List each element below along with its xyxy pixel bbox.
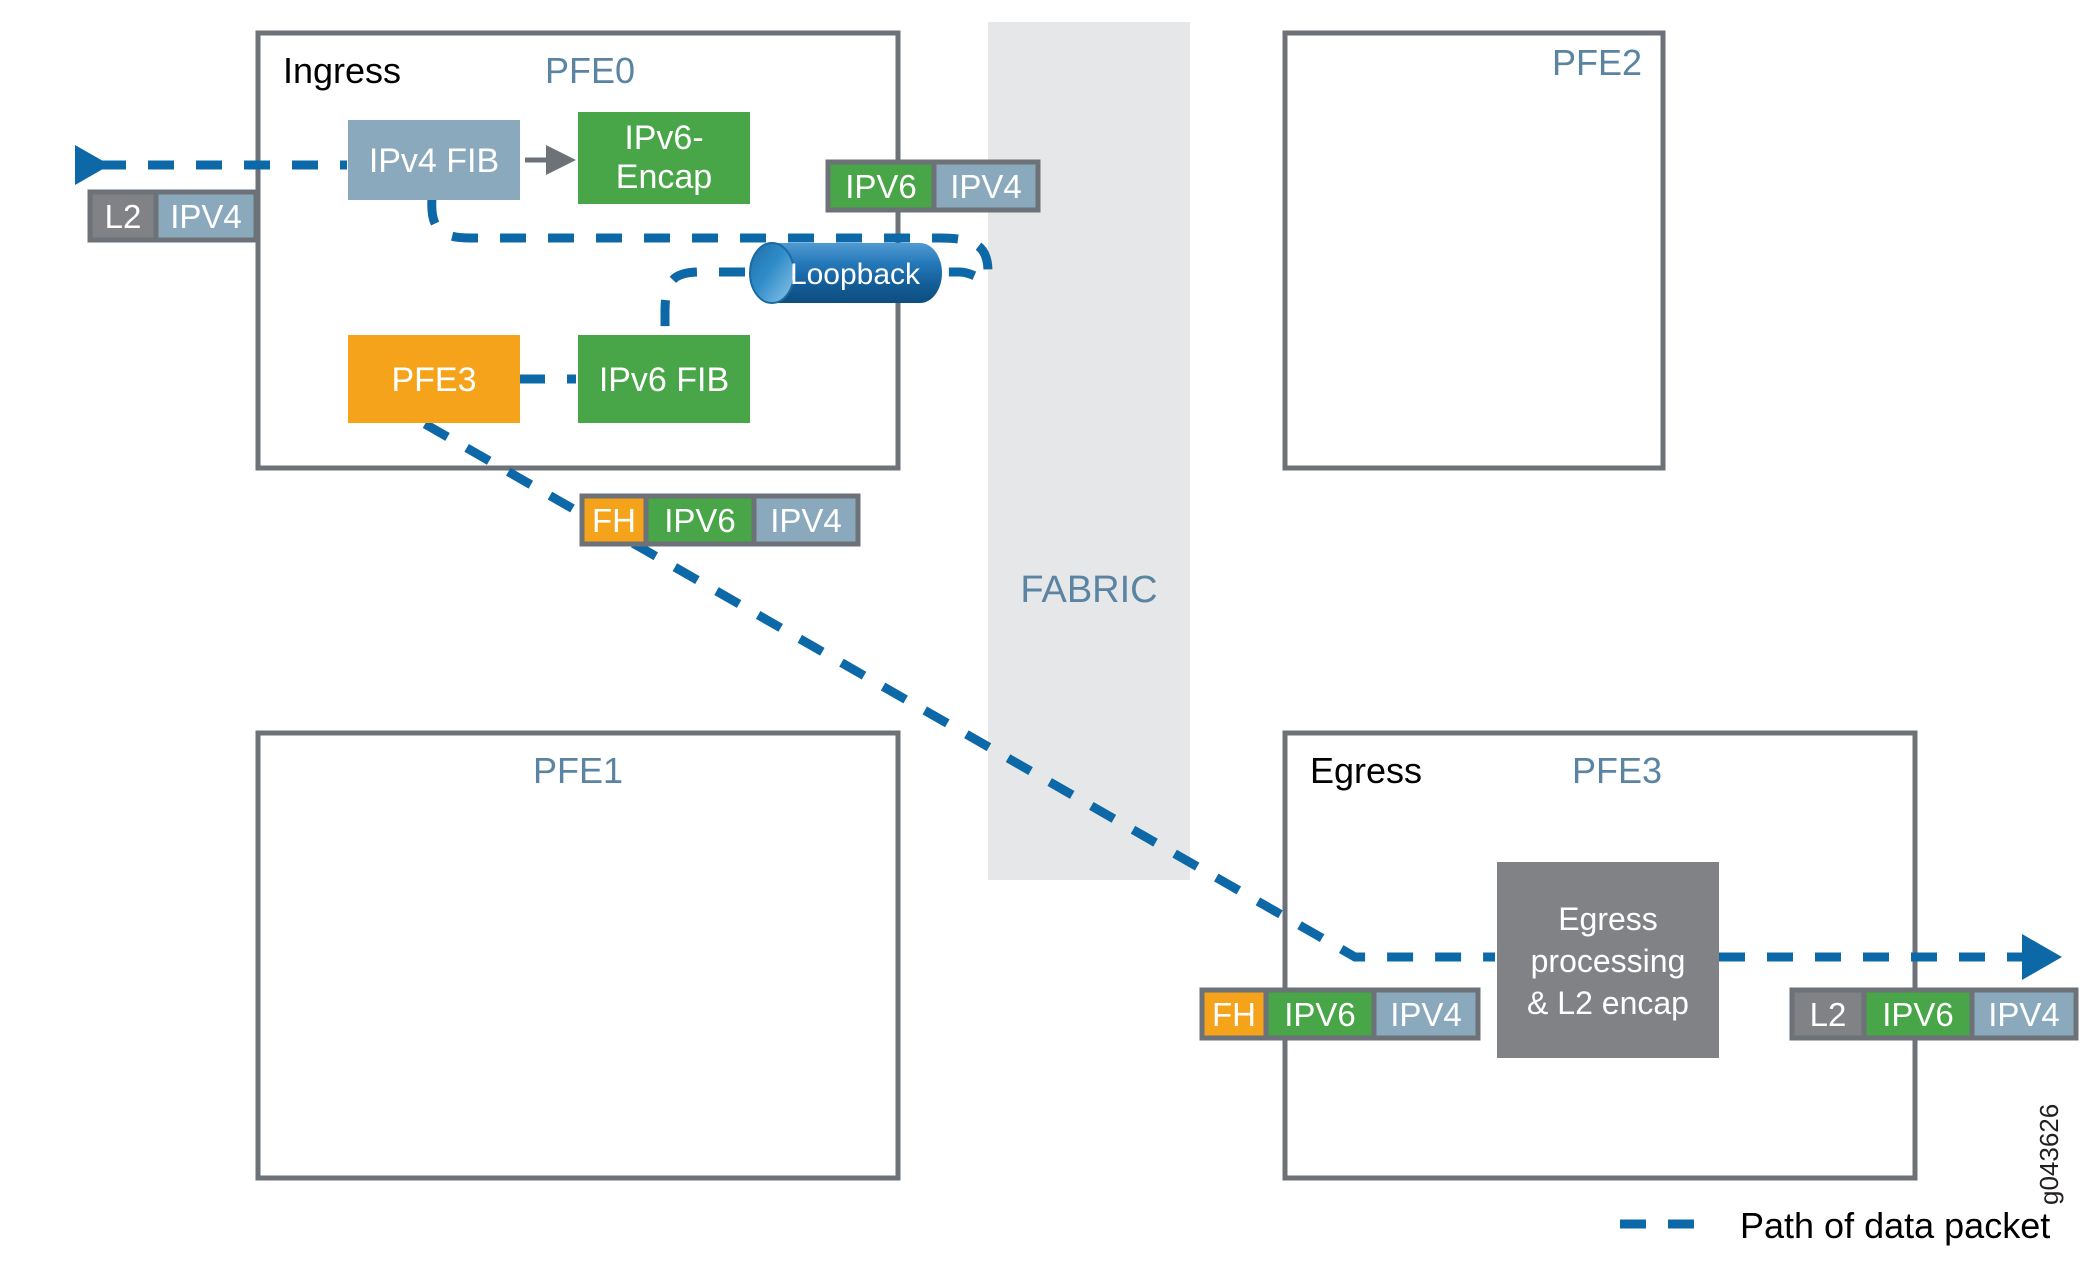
loopback-label: Loopback bbox=[790, 258, 921, 291]
legend: Path of data packet bbox=[1620, 1205, 2050, 1246]
block-ipv6-encap-label-1: IPv6- bbox=[624, 119, 703, 157]
legend-label: Path of data packet bbox=[1740, 1205, 2050, 1246]
path-start-arrowhead bbox=[75, 145, 110, 185]
packet-outbound-seg-0: L2 bbox=[1810, 996, 1847, 1033]
packet-fh-ingress-seg-2: IPV4 bbox=[770, 502, 842, 539]
packet-fh-ingress-seg-1: IPV6 bbox=[664, 502, 736, 539]
packet-inbound-seg-0: L2 bbox=[105, 198, 142, 235]
path-loopback-to-ipv6fib bbox=[660, 267, 745, 335]
block-egress-processing-label-2: processing bbox=[1531, 943, 1686, 979]
panel-pfe1 bbox=[255, 730, 901, 1181]
block-ipv4-fib[interactable] bbox=[348, 120, 520, 200]
packet-fabric-header-egress: FH IPV6 IPV4 bbox=[1199, 987, 1481, 1041]
block-egress-processing[interactable] bbox=[1497, 862, 1719, 1058]
packet-after-encap-seg-0: IPV6 bbox=[845, 168, 917, 205]
packet-inbound-seg-1: IPV4 bbox=[170, 198, 242, 235]
packet-fh-egress-seg-2: IPV4 bbox=[1390, 996, 1462, 1033]
packet-outbound-seg-1: IPV6 bbox=[1882, 996, 1954, 1033]
packet-fabric-header-ingress: FH IPV6 IPV4 bbox=[579, 493, 861, 547]
loopback-cylinder[interactable]: Loopback bbox=[749, 242, 942, 304]
fabric-column bbox=[988, 22, 1190, 880]
block-egress-processing-label-3: & L2 encap bbox=[1527, 985, 1689, 1021]
ingress-role-label: Ingress bbox=[283, 50, 401, 91]
panel-pfe2 bbox=[1282, 30, 1666, 471]
block-ipv6-fib-label: IPv6 FIB bbox=[599, 361, 729, 399]
block-ipv6-encap-label-2: Encap bbox=[616, 158, 712, 196]
packet-outbound-seg-2: IPV4 bbox=[1988, 996, 2060, 1033]
figure-id-watermark: g043626 bbox=[2034, 1104, 2064, 1205]
packet-inbound: L2 IPV4 bbox=[87, 189, 259, 243]
packet-outbound: L2 IPV6 IPV4 bbox=[1789, 987, 2079, 1041]
egress-role-label: Egress bbox=[1310, 750, 1422, 791]
block-ipv6-encap[interactable] bbox=[578, 112, 750, 204]
path-fabric-crossing bbox=[422, 420, 1495, 962]
packet-fh-egress-seg-1: IPV6 bbox=[1284, 996, 1356, 1033]
pfe1-label: PFE1 bbox=[533, 750, 623, 791]
path-end-arrowhead bbox=[2022, 934, 2062, 980]
block-ipv6-fib[interactable] bbox=[578, 335, 750, 423]
pfe2-label: PFE2 bbox=[1552, 42, 1642, 83]
block-ipv4-fib-label: IPv4 FIB bbox=[369, 142, 499, 180]
packet-fh-ingress-seg-0: FH bbox=[592, 502, 636, 539]
block-egress-processing-label-1: Egress bbox=[1558, 901, 1658, 937]
packet-fh-egress-seg-0: FH bbox=[1212, 996, 1256, 1033]
fabric-label: FABRIC bbox=[1020, 569, 1157, 611]
ingress-pfe-label: PFE0 bbox=[545, 50, 635, 91]
egress-pfe-label: PFE3 bbox=[1572, 750, 1662, 791]
packet-after-encap-seg-1: IPV4 bbox=[950, 168, 1022, 205]
block-pfe3-ingress-label: PFE3 bbox=[391, 361, 476, 399]
packet-after-encap: IPV6 IPV4 bbox=[825, 159, 1041, 213]
block-pfe3-ingress[interactable] bbox=[348, 335, 520, 423]
